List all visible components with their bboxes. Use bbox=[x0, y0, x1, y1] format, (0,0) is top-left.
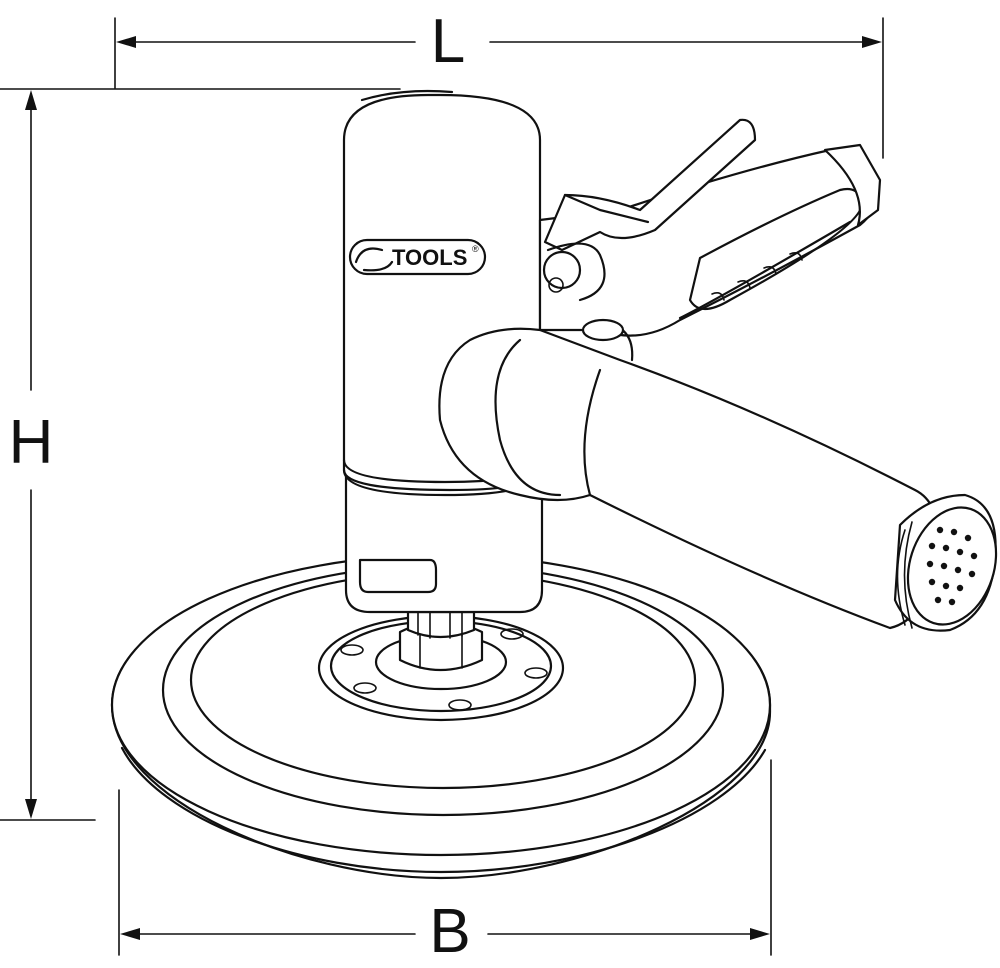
side-handle[interactable] bbox=[438, 318, 939, 630]
exhaust-cap bbox=[893, 493, 998, 632]
dimension-label-h: H bbox=[9, 408, 54, 477]
spindle-nut bbox=[398, 610, 484, 672]
exhaust-holes bbox=[926, 526, 978, 606]
dimension-label-b: B bbox=[429, 897, 470, 966]
logo-text: TOOLS bbox=[392, 245, 467, 270]
logo-badge bbox=[348, 238, 487, 276]
dimension-l: L bbox=[114, 7, 884, 159]
ks-tools-logo-icon bbox=[354, 247, 394, 272]
dimension-label-l: L bbox=[431, 7, 465, 76]
dimension-b: B bbox=[118, 759, 772, 966]
rear-handle bbox=[538, 143, 882, 337]
trigger-lever[interactable] bbox=[542, 118, 757, 302]
dimension-h: H bbox=[0, 88, 401, 821]
brand-logo: TOOLS ® bbox=[348, 238, 487, 276]
registered-mark: ® bbox=[472, 244, 479, 254]
